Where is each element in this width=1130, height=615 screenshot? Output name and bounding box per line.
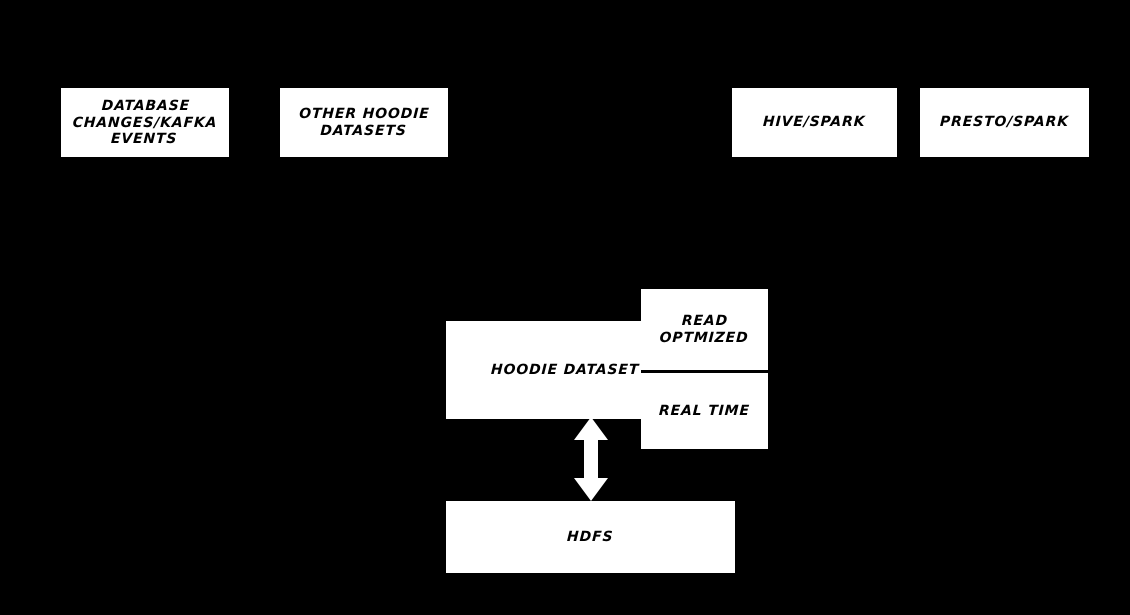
node-presto-spark[interactable]: PRESTO/SPARK (920, 88, 1089, 157)
node-label: HDFS (566, 528, 615, 545)
node-hdfs[interactable]: HDFS (446, 501, 735, 573)
node-database-changes-kafka-events[interactable]: DATABASE CHANGES/KAFKA EVENTS (61, 88, 229, 157)
node-label: OTHER HOODIE DATASETS (298, 105, 431, 139)
node-label: READ OPTMIZED (659, 312, 749, 346)
node-hoodie-dataset[interactable]: HOODIE DATASET (446, 321, 641, 419)
node-hive-spark[interactable]: HIVE/SPARK (732, 88, 897, 157)
node-read-optimized-view[interactable]: READ OPTMIZED (641, 289, 768, 370)
node-other-hoodie-datasets[interactable]: OTHER HOODIE DATASETS (280, 88, 448, 157)
node-label: HIVE/SPARK (762, 114, 867, 131)
node-real-time-view[interactable]: REAL TIME (641, 370, 768, 449)
node-label: DATABASE CHANGES/KAFKA EVENTS (72, 97, 218, 147)
node-label: REAL TIME (658, 402, 751, 419)
node-label: PRESTO/SPARK (939, 114, 1070, 131)
double-headed-vertical-arrow-icon (574, 417, 608, 501)
node-label: HOODIE DATASET (490, 361, 640, 378)
